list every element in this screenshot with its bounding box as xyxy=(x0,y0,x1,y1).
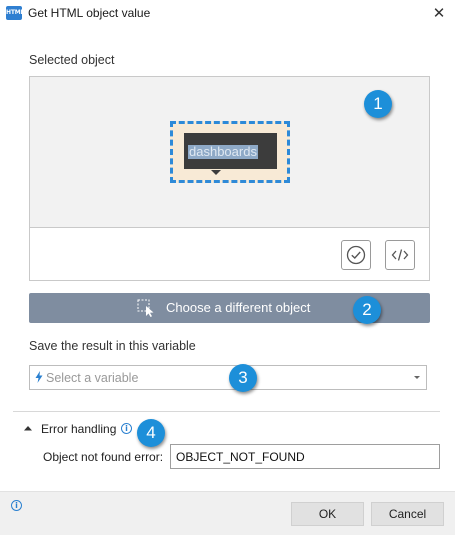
variable-select[interactable]: Select a variable xyxy=(29,365,427,390)
selected-object-label: Selected object xyxy=(29,53,115,67)
callout-badge-1: 1 xyxy=(364,90,392,118)
tooltip-tail xyxy=(211,170,221,175)
choose-different-object-label: Choose a different object xyxy=(166,300,311,315)
error-handling-toggle[interactable]: Error handling xyxy=(41,422,117,436)
callout-badge-3: 3 xyxy=(229,364,257,392)
object-not-found-label: Object not found error: xyxy=(43,450,164,464)
view-html-button[interactable] xyxy=(385,240,415,270)
window-title: Get HTML object value xyxy=(28,6,151,20)
check-circle-icon xyxy=(346,245,366,265)
footer-info-icon[interactable]: i xyxy=(11,500,22,511)
lightning-bolt-icon xyxy=(35,371,43,383)
variable-placeholder: Select a variable xyxy=(46,371,139,385)
object-not-found-field[interactable] xyxy=(170,444,440,469)
selected-element-highlight: dashboards xyxy=(170,121,290,183)
selected-element-preview: dashboards xyxy=(184,133,277,169)
callout-badge-2: 2 xyxy=(353,296,381,324)
info-icon[interactable]: i xyxy=(121,423,132,434)
collapse-caret-icon[interactable] xyxy=(22,422,34,434)
callout-badge-4: 4 xyxy=(137,419,165,447)
chevron-down-icon xyxy=(414,376,420,379)
cancel-button[interactable]: Cancel xyxy=(371,502,444,526)
html-app-icon: HTML xyxy=(6,6,24,20)
divider xyxy=(13,411,440,412)
save-result-label: Save the result in this variable xyxy=(29,339,196,353)
selected-element-text: dashboards xyxy=(188,144,258,159)
close-button[interactable]: ✕ xyxy=(432,4,446,22)
code-icon xyxy=(391,249,409,261)
pick-element-icon xyxy=(137,299,154,317)
ok-button[interactable]: OK xyxy=(291,502,364,526)
validate-button[interactable] xyxy=(341,240,371,270)
title-bar: HTML Get HTML object value ✕ xyxy=(0,0,455,26)
